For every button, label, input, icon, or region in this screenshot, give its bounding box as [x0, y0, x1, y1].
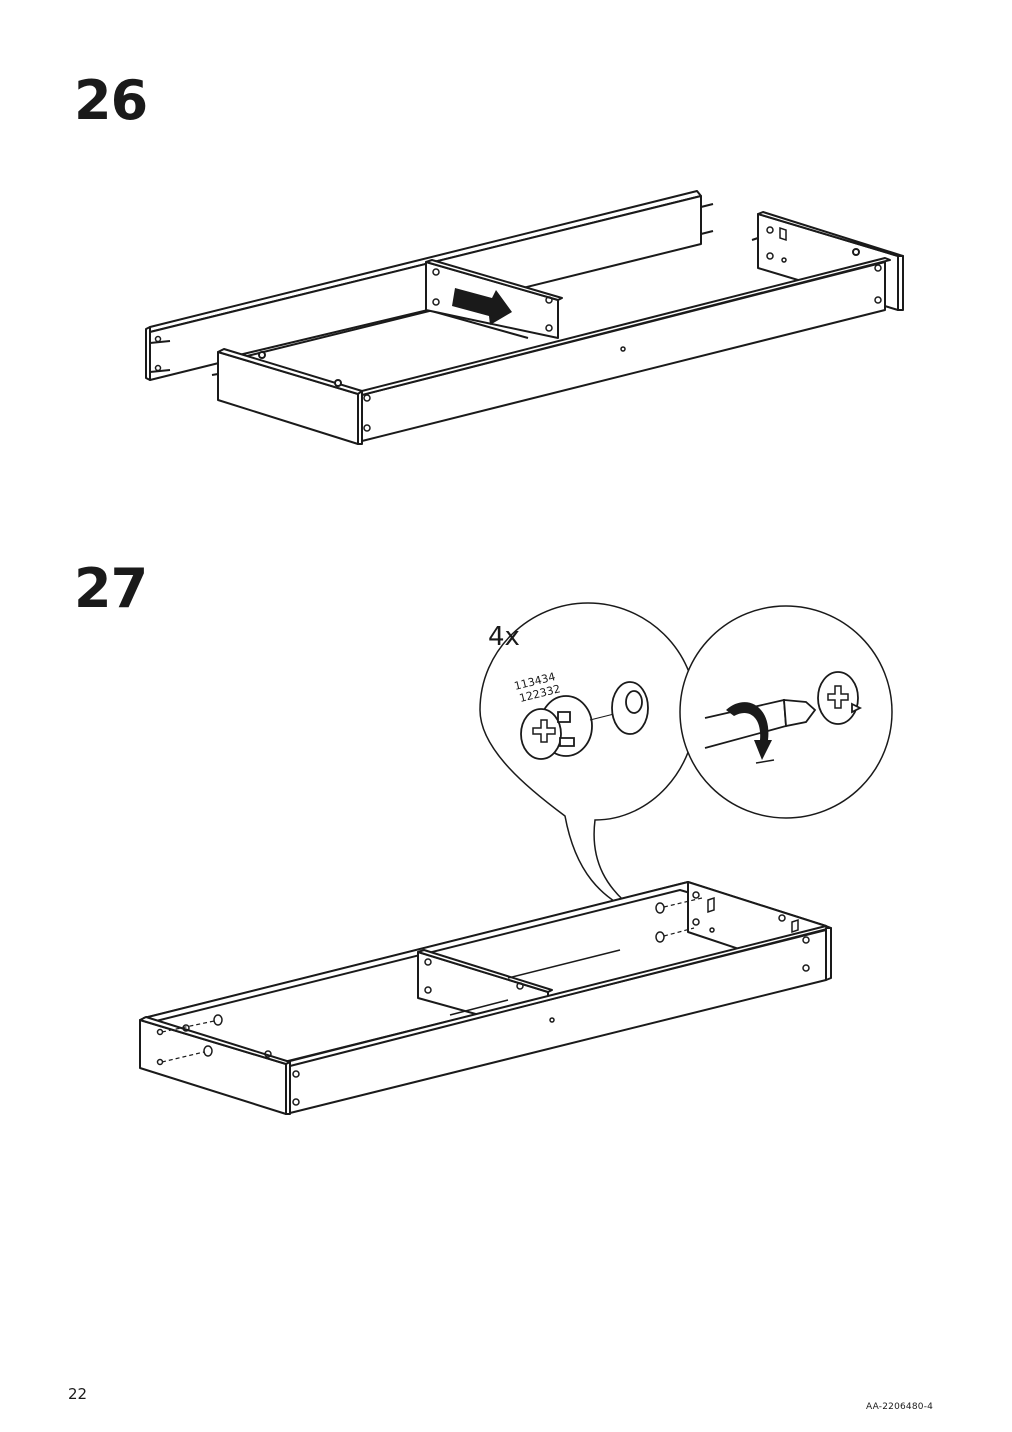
page-number: 22 — [68, 1385, 88, 1403]
step-26-illustration — [145, 190, 904, 445]
quantity-label: 4x — [488, 622, 520, 652]
step-number-26: 26 — [74, 69, 148, 132]
cam-lock-icon — [520, 695, 593, 760]
push-arrow-icon — [452, 288, 512, 325]
step-27-illustration: 4x 113434 122332 — [139, 602, 893, 1115]
document-code: AA-2206480-4 — [866, 1402, 934, 1412]
turn-arrow-icon — [726, 702, 772, 760]
screwdriver-icon — [704, 698, 817, 749]
cam-lock-installed-icon — [817, 671, 863, 725]
step-number-27: 27 — [74, 557, 148, 620]
